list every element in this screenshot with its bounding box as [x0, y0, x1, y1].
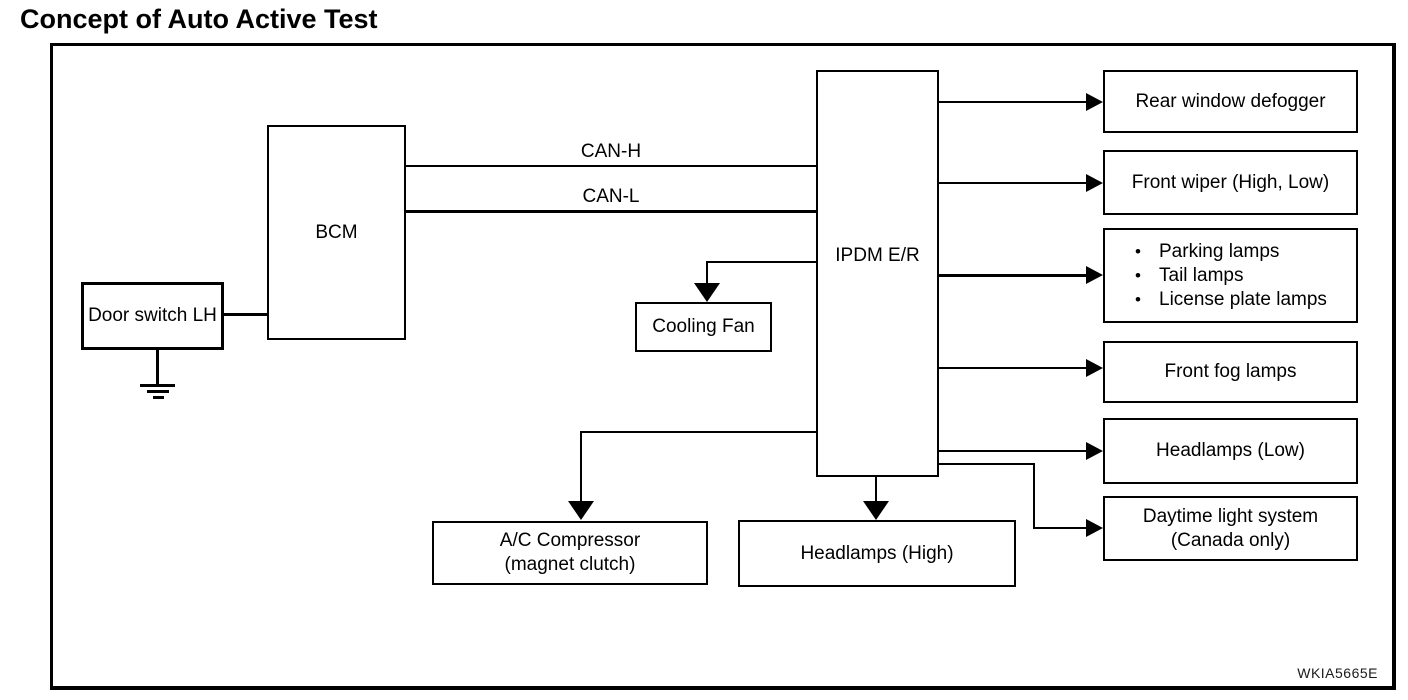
page-title: Concept of Auto Active Test — [20, 4, 378, 34]
cooling-fan-box: Cooling Fan — [635, 302, 772, 352]
arrowhead-right-rear-defogger-icon — [1086, 93, 1103, 111]
arrowhead-right-front-wiper-icon — [1086, 174, 1103, 192]
daytime-light-box: Daytime light system (Canada only) — [1103, 496, 1358, 561]
door-switch-box: Door switch LH — [81, 282, 224, 350]
can-h-label: CAN-H — [580, 141, 642, 162]
lamp-group-label-1: Parking lamps — [1159, 240, 1280, 262]
ground-bar-2 — [147, 390, 169, 393]
arrowhead-right-headlamps-low-icon — [1086, 442, 1103, 460]
connector-doorswitch-bcm — [224, 313, 267, 316]
connector-can-l — [406, 210, 816, 213]
ipdm-box: IPDM E/R — [816, 70, 939, 477]
headlamps-low-label: Headlamps (Low) — [1156, 440, 1305, 461]
front-fog-box: Front fog lamps — [1103, 341, 1358, 403]
headlamps-high-label: Headlamps (High) — [800, 542, 954, 564]
bcm-box: BCM — [267, 125, 406, 340]
connector-daytime-v — [1033, 463, 1035, 529]
bullet-icon: • — [1135, 289, 1141, 309]
rear-defogger-box: Rear window defogger — [1103, 70, 1358, 133]
connector-headlamps-low — [939, 450, 1087, 452]
connector-coolingfan-h — [707, 261, 816, 263]
lamp-group-item: • Parking lamps — [1135, 240, 1279, 264]
front-wiper-box: Front wiper (High, Low) — [1103, 150, 1358, 215]
daytime-light-label-line2: (Canada only) — [1170, 529, 1291, 551]
arrowhead-down-headlamps-high-icon — [863, 501, 889, 520]
arrowhead-down-coolingfan-icon — [694, 283, 720, 302]
headlamps-low-box: Headlamps (Low) — [1103, 418, 1358, 484]
rear-defogger-label: Rear window defogger — [1135, 90, 1326, 112]
connector-ac-v — [580, 431, 582, 503]
connector-rear-defogger — [939, 101, 1087, 103]
ac-compressor-box: A/C Compressor (magnet clutch) — [432, 521, 708, 585]
front-fog-label: Front fog lamps — [1164, 361, 1297, 382]
front-wiper-label: Front wiper (High, Low) — [1131, 171, 1330, 193]
figure-code: WKIA5665E — [1297, 665, 1378, 681]
lamp-group-item: • Tail lamps — [1135, 264, 1243, 288]
bullet-icon: • — [1135, 241, 1141, 261]
lamp-group-item: • License plate lamps — [1135, 288, 1327, 312]
ac-compressor-label-line1: A/C Compressor — [499, 530, 641, 551]
arrowhead-right-front-fog-icon — [1086, 359, 1103, 377]
lamp-group-label-2: Tail lamps — [1159, 264, 1244, 286]
connector-daytime-h2 — [1033, 527, 1087, 529]
connector-daytime-h1 — [939, 463, 1035, 465]
lamp-group-box: • Parking lamps • Tail lamps • License p… — [1103, 228, 1358, 323]
connector-can-h — [406, 165, 816, 167]
cooling-fan-label: Cooling Fan — [652, 316, 755, 337]
door-switch-label: Door switch LH — [88, 305, 217, 326]
bcm-label: BCM — [315, 221, 358, 243]
can-l-label: CAN-L — [582, 186, 640, 207]
lamp-group-label-3: License plate lamps — [1159, 288, 1327, 310]
connector-headlamps-high-v — [875, 477, 877, 503]
ground-bar-3 — [153, 396, 164, 399]
daytime-light-label-line1: Daytime light system — [1142, 505, 1319, 527]
connector-front-wiper — [939, 182, 1087, 184]
connector-coolingfan-v — [706, 261, 708, 285]
arrowhead-right-lamp-group-icon — [1086, 266, 1103, 284]
arrowhead-down-ac-icon — [568, 501, 594, 520]
connector-front-fog — [939, 367, 1087, 369]
arrowhead-right-daytime-icon — [1086, 519, 1103, 537]
bullet-icon: • — [1135, 265, 1141, 285]
ipdm-label: IPDM E/R — [835, 244, 920, 266]
connector-lamp-group — [939, 274, 1087, 277]
ac-compressor-label-line2: (magnet clutch) — [504, 554, 636, 575]
headlamps-high-box: Headlamps (High) — [738, 520, 1016, 587]
ground-icon — [156, 350, 159, 385]
connector-ac-h — [581, 431, 816, 433]
ground-bar-1 — [140, 384, 175, 387]
